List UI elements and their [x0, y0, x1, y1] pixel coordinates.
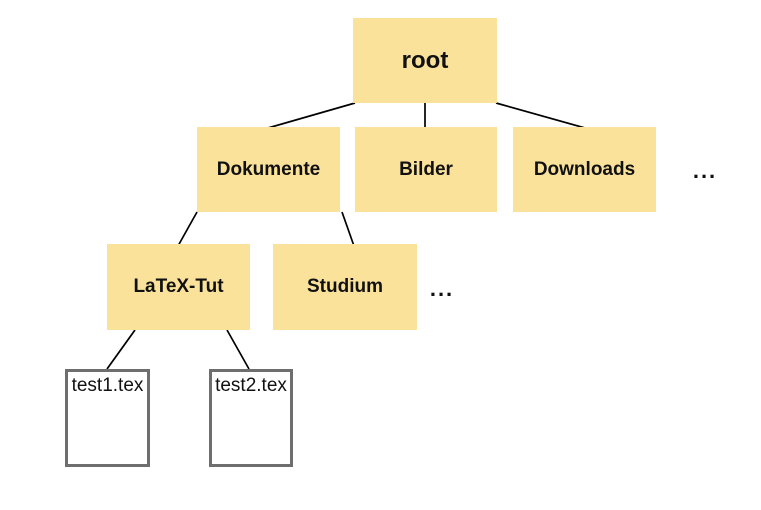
edge-root-dokumente: [267, 102, 356, 129]
node-file-test2-label: test2.tex: [215, 375, 287, 396]
node-bilder-label: Bilder: [399, 158, 453, 180]
edge-root-downloads: [495, 102, 586, 129]
node-studium: Studium: [273, 244, 417, 330]
node-root: root: [353, 18, 497, 103]
node-root-label: root: [401, 46, 449, 74]
node-studium-label: Studium: [307, 276, 383, 297]
edge-latex-tut-test2: [226, 329, 250, 370]
ellipsis-more-siblings-top: ...: [692, 158, 718, 183]
node-file-test1-label: test1.tex: [71, 375, 144, 396]
ellipsis-more-siblings-mid: ...: [429, 276, 455, 301]
node-bilder: Bilder: [355, 127, 497, 212]
edge-dokumente-latex-tut: [177, 211, 198, 247]
node-file-test1: test1.tex: [65, 369, 150, 467]
edge-dokumente-studium: [341, 211, 355, 247]
node-latex-tut-label: LaTeX-Tut: [133, 276, 224, 297]
node-downloads: Downloads: [513, 127, 656, 212]
node-latex-tut: LaTeX-Tut: [107, 244, 250, 330]
edge-latex-tut-test1: [106, 329, 136, 370]
node-file-test2: test2.tex: [209, 369, 293, 467]
node-downloads-label: Downloads: [533, 158, 636, 180]
node-dokumente: Dokumente: [197, 127, 340, 212]
node-dokumente-label: Dokumente: [216, 158, 321, 180]
